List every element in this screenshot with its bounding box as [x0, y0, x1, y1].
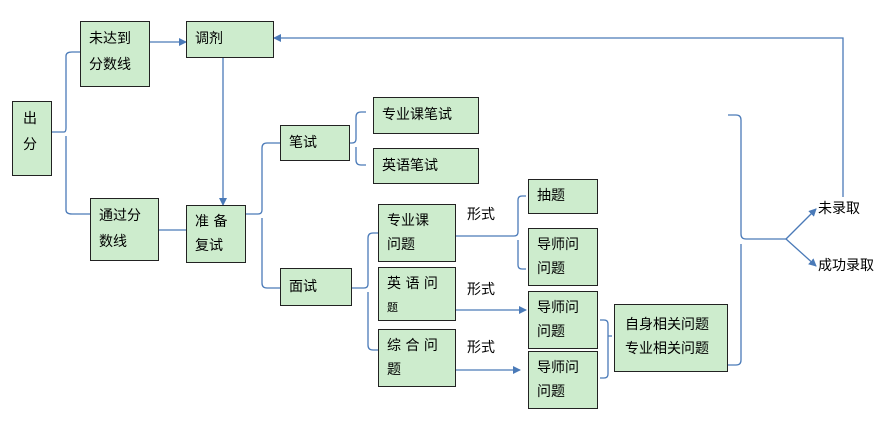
- node-below-line: 未达到分数线: [80, 21, 150, 87]
- node-major-question: 专业课问题: [378, 204, 456, 262]
- node-self-major-questions: 自身相关问题专业相关问题: [614, 304, 728, 372]
- node-english-question: 英 语 问题: [378, 267, 456, 321]
- brace-interview: [352, 232, 378, 351]
- node-written: 笔试: [280, 125, 350, 161]
- node-above-line: 通过分数线: [90, 198, 159, 261]
- node-advisor-question-3: 导师问问题: [528, 351, 598, 409]
- label-not-admitted: 未录取: [818, 201, 860, 217]
- node-english-written: 英语笔试: [373, 148, 479, 184]
- node-general-question: 综 合 问题: [378, 329, 456, 387]
- node-advisor-question-1: 导师问问题: [528, 228, 598, 286]
- arrow-to-admitted: [785, 238, 817, 267]
- label-admitted: 成功录取: [818, 258, 874, 274]
- brace-right: [728, 114, 786, 366]
- brace-score: [52, 51, 90, 215]
- node-score: 出分: [12, 101, 52, 176]
- brace-written: [350, 111, 366, 166]
- node-major-written: 专业课笔试: [373, 97, 479, 134]
- node-interview: 面试: [280, 268, 352, 306]
- brace-prepare: [246, 142, 280, 289]
- node-adjust: 调剂: [186, 21, 274, 58]
- brace-advisor: [600, 319, 612, 379]
- node-advisor-question-2: 导师问问题: [528, 291, 598, 349]
- brace-form1: [510, 195, 526, 270]
- arrow-to-not-admitted: [785, 208, 817, 240]
- feedback-to-adjust: [273, 34, 844, 197]
- label-form-3: 形式: [467, 340, 495, 356]
- label-form-2: 形式: [467, 282, 495, 298]
- node-draw-question: 抽题: [528, 179, 598, 214]
- label-form-1: 形式: [467, 207, 495, 223]
- node-prepare: 准 备复试: [186, 205, 246, 263]
